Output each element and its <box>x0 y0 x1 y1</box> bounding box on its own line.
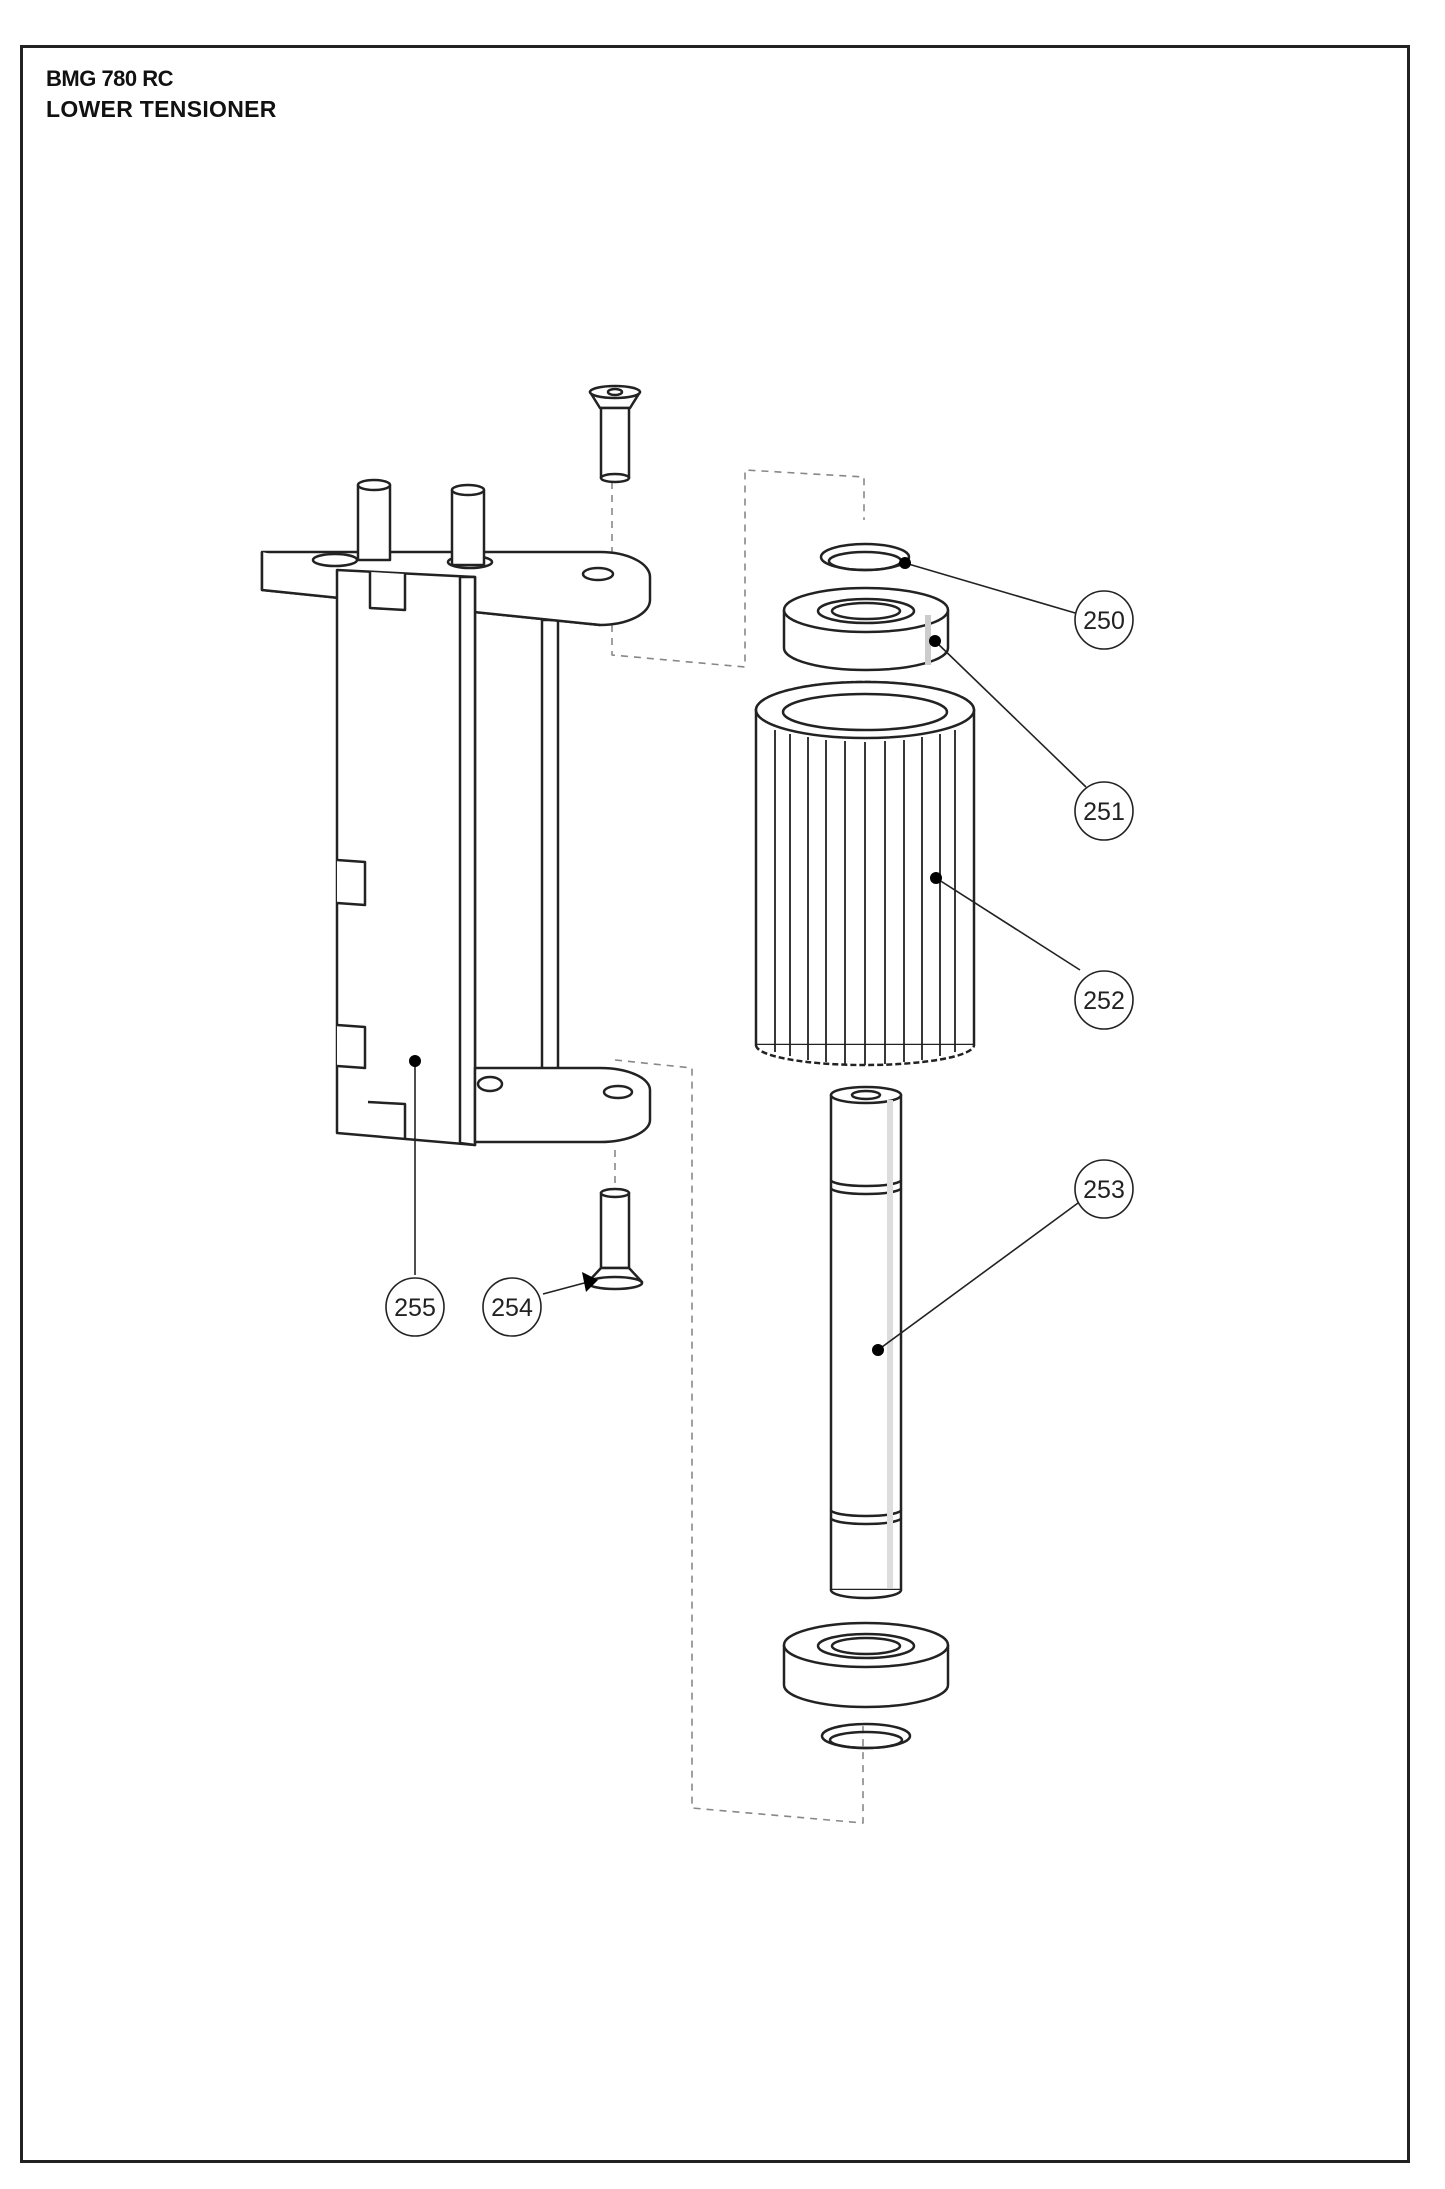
callout-252: 252 <box>1074 970 1134 1030</box>
assembly-guide-lines <box>611 469 865 1824</box>
bracket <box>260 478 652 1147</box>
model-title: BMG 780 RC <box>46 66 174 91</box>
callout-253-label: 253 <box>1083 1176 1125 1204</box>
leader-lines <box>409 557 1087 1356</box>
callout-254: 254 <box>482 1277 542 1337</box>
callout-253: 253 <box>1074 1159 1134 1219</box>
drawing-frame <box>20 45 1410 2163</box>
callout-250-label: 250 <box>1083 607 1125 635</box>
callout-255-label: 255 <box>394 1294 436 1322</box>
callout-251-label: 251 <box>1083 798 1125 826</box>
grooved-roller <box>754 680 976 1067</box>
callout-254-label: 254 <box>491 1294 533 1322</box>
assembly-title: LOWER TENSIONER <box>46 96 277 122</box>
top-snap-ring <box>819 542 911 572</box>
callout-255: 255 <box>385 1277 445 1337</box>
shaft <box>829 1085 903 1600</box>
callout-251: 251 <box>1074 781 1134 841</box>
callout-250: 250 <box>1074 590 1134 650</box>
top-bearing <box>782 586 950 672</box>
bottom-bearing <box>782 1621 950 1709</box>
top-screw <box>588 384 642 484</box>
callout-252-label: 252 <box>1083 987 1125 1015</box>
bottom-snap-ring <box>820 1722 912 1750</box>
title-block: BMG 780 RC LOWER TENSIONER <box>46 64 277 124</box>
bottom-screw <box>586 1187 644 1291</box>
